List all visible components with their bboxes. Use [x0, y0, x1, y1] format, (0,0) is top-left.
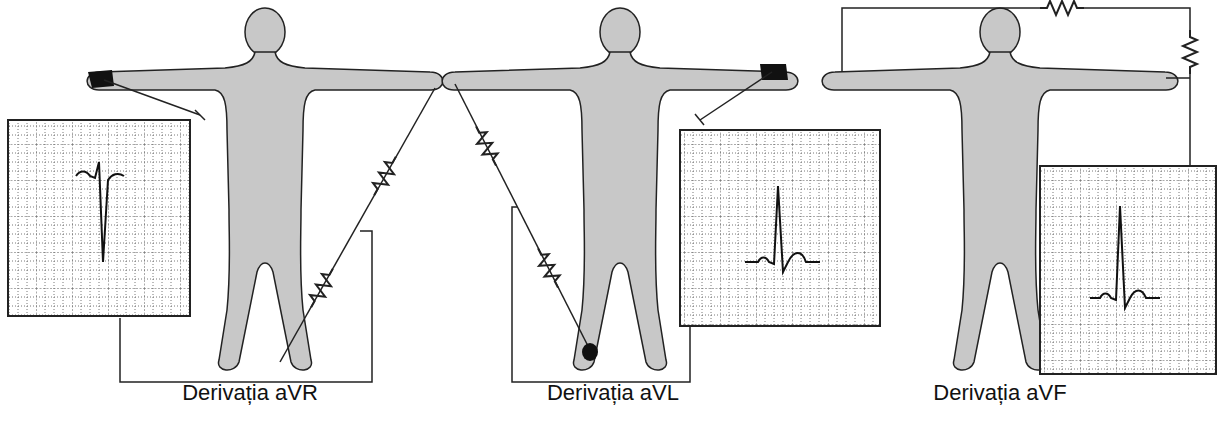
lead-label: Derivația aVR	[182, 380, 318, 406]
lead-avf	[822, 1, 1216, 374]
lead-label: Derivația aVL	[547, 380, 679, 406]
lead-label: Derivația aVF	[933, 380, 1066, 406]
lead-avr	[8, 8, 443, 382]
lead-avl	[442, 8, 880, 382]
